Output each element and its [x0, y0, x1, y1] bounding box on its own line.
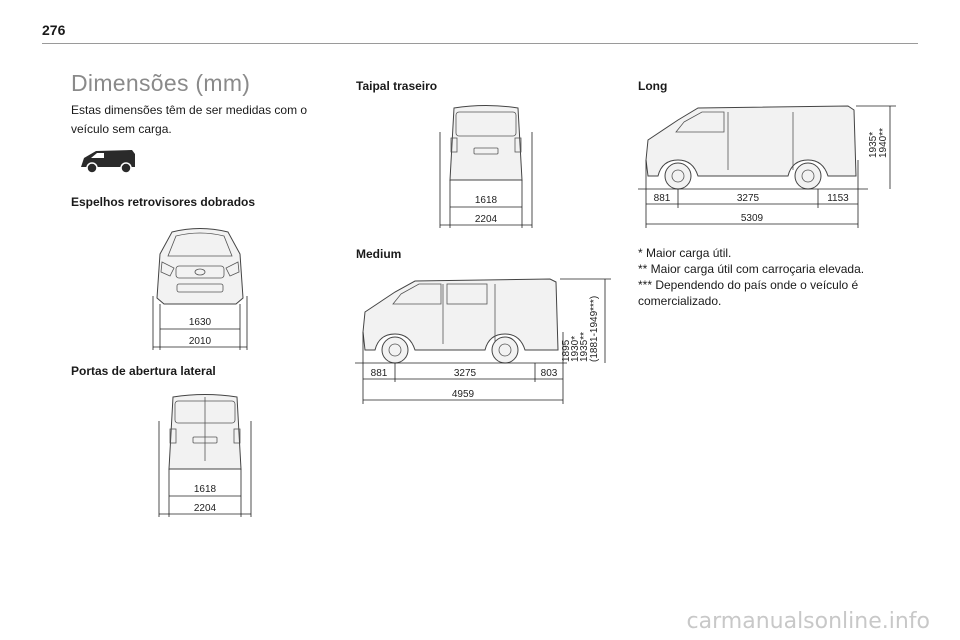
section-title-side-doors: Portas de abertura lateral: [71, 364, 216, 378]
section-title-medium: Medium: [356, 247, 402, 261]
medium-height-4: (1881-1949***): [589, 296, 600, 362]
footnote-2: ** Maior carga útil com carroçaria eleva…: [638, 262, 865, 276]
mirrors-inner-width: 1630: [189, 317, 212, 328]
medium-front-overhang: 881: [371, 368, 388, 379]
tailgate-inner-width: 1618: [475, 195, 498, 206]
intro-text: Estas dimensões têm de ser medidas com o…: [71, 103, 308, 136]
tailgate-outer-width: 2204: [475, 214, 498, 225]
medium-rear-overhang: 803: [541, 368, 558, 379]
long-front-overhang: 881: [654, 193, 671, 204]
medium-wheelbase: 3275: [454, 368, 477, 379]
mirrors-outer-width: 2010: [189, 336, 212, 347]
long-wheelbase: 3275: [737, 193, 760, 204]
section-title-long: Long: [638, 79, 668, 93]
watermark: carmanualsonline.info: [686, 609, 930, 634]
long-height-1: 1935*: [868, 132, 879, 158]
rear-view-tailgate-diagram: 1618 2204: [439, 105, 533, 228]
medium-height-2: 1930*: [570, 336, 581, 362]
footnote-4: comercializado.: [638, 294, 722, 308]
footnote-3: *** Dependendo do país onde o veículo é: [638, 278, 859, 292]
footnote-1: * Maior carga útil.: [638, 246, 732, 260]
rear-view-side-doors-diagram: 1618 2204: [158, 394, 252, 517]
long-height-2: 1940**: [878, 128, 889, 158]
section-title-tailgate: Taipal traseiro: [356, 79, 438, 93]
front-view-diagram: 1630 2010: [152, 228, 248, 350]
side-doors-inner-width: 1618: [194, 484, 217, 495]
long-rear-overhang: 1153: [827, 193, 849, 204]
page-title: Dimensões (mm): [71, 70, 251, 96]
long-length: 5309: [741, 213, 764, 224]
medium-height-3: 1935**: [579, 332, 590, 362]
footnotes: * Maior carga útil. ** Maior carga útil …: [638, 245, 898, 309]
medium-height-1: 1895: [561, 339, 572, 362]
medium-length: 4959: [452, 389, 475, 400]
page-number: 276: [42, 22, 66, 38]
section-title-mirrors: Espelhos retrovisores dobrados: [71, 195, 256, 209]
header-divider: [42, 43, 918, 44]
vehicle-icon: [81, 150, 135, 174]
side-view-long-diagram: 881 3275 1153 5309 1935* 1940**: [638, 105, 896, 228]
side-view-medium-diagram: 881 3275 803 4959 1895 1930* 1935** (188…: [355, 278, 611, 404]
side-doors-outer-width: 2204: [194, 503, 217, 514]
